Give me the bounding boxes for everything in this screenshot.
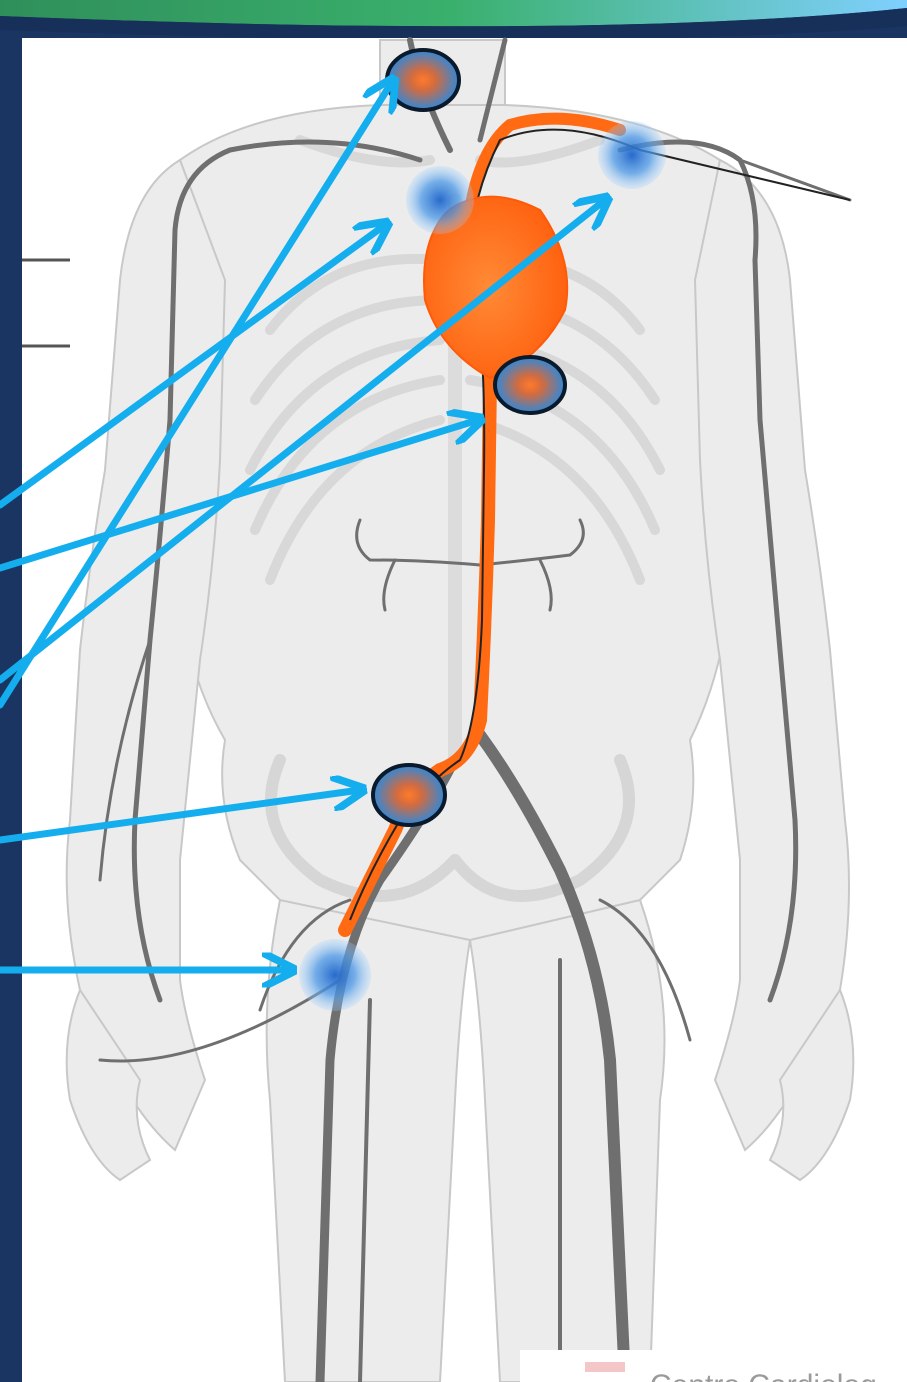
marker-innominate: [406, 166, 474, 234]
marker-left-subclavian: [598, 121, 666, 189]
caption-text: Centro Cardiolog: [650, 1369, 877, 1382]
marker-descending-aorta: [495, 357, 565, 413]
marker-iliac-bifurcation: [373, 765, 445, 825]
marker-left-carotid: [387, 50, 459, 110]
marker-femoral-access: [299, 939, 371, 1011]
